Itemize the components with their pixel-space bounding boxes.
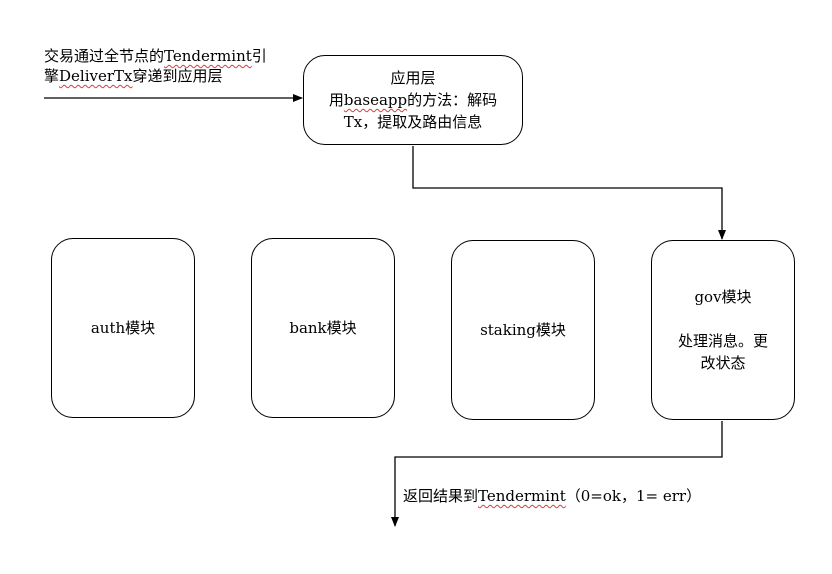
return-arrow xyxy=(391,421,723,527)
tendermint-term: Tendermint xyxy=(164,47,252,65)
auth-module-box: auth模块 xyxy=(51,238,195,418)
bank-module-box: bank模块 xyxy=(251,238,395,418)
baseapp-term: baseapp xyxy=(343,91,408,109)
auth-module-label: auth模块 xyxy=(90,319,156,337)
bank-module-label: bank模块 xyxy=(289,319,357,337)
input-label: 交易通过全节点的Tendermint引 擎DeliverTx穿递到应用层 xyxy=(44,46,267,86)
application-layer-line2: 用baseapp的方法：解码 xyxy=(328,91,498,109)
delivertx-term: DeliverTx xyxy=(59,67,133,85)
tendermint-return-term: Tendermint xyxy=(478,487,566,505)
gov-module-desc-line2: 改状态 xyxy=(700,354,746,372)
input-label-line1: 交易通过全节点的Tendermint引 xyxy=(44,47,267,65)
staking-module-label: staking模块 xyxy=(480,321,566,339)
staking-module-box: staking模块 xyxy=(451,240,595,420)
output-label: 返回结果到Tendermint（0=ok，1= err） xyxy=(403,487,702,505)
gov-module-desc-line1: 处理消息。更 xyxy=(677,332,768,350)
gov-module-label: gov模块 xyxy=(694,288,752,306)
app-to-gov-arrow xyxy=(412,146,726,240)
application-layer-line3: Tx，提取及路由信息 xyxy=(343,113,483,131)
application-layer-box: 应用层 用baseapp的方法：解码 Tx，提取及路由信息 xyxy=(303,55,523,145)
application-layer-title: 应用层 xyxy=(390,69,436,87)
gov-module-box: gov模块 处理消息。更 改状态 xyxy=(651,240,795,420)
input-label-line2: 擎DeliverTx穿递到应用层 xyxy=(44,67,223,85)
